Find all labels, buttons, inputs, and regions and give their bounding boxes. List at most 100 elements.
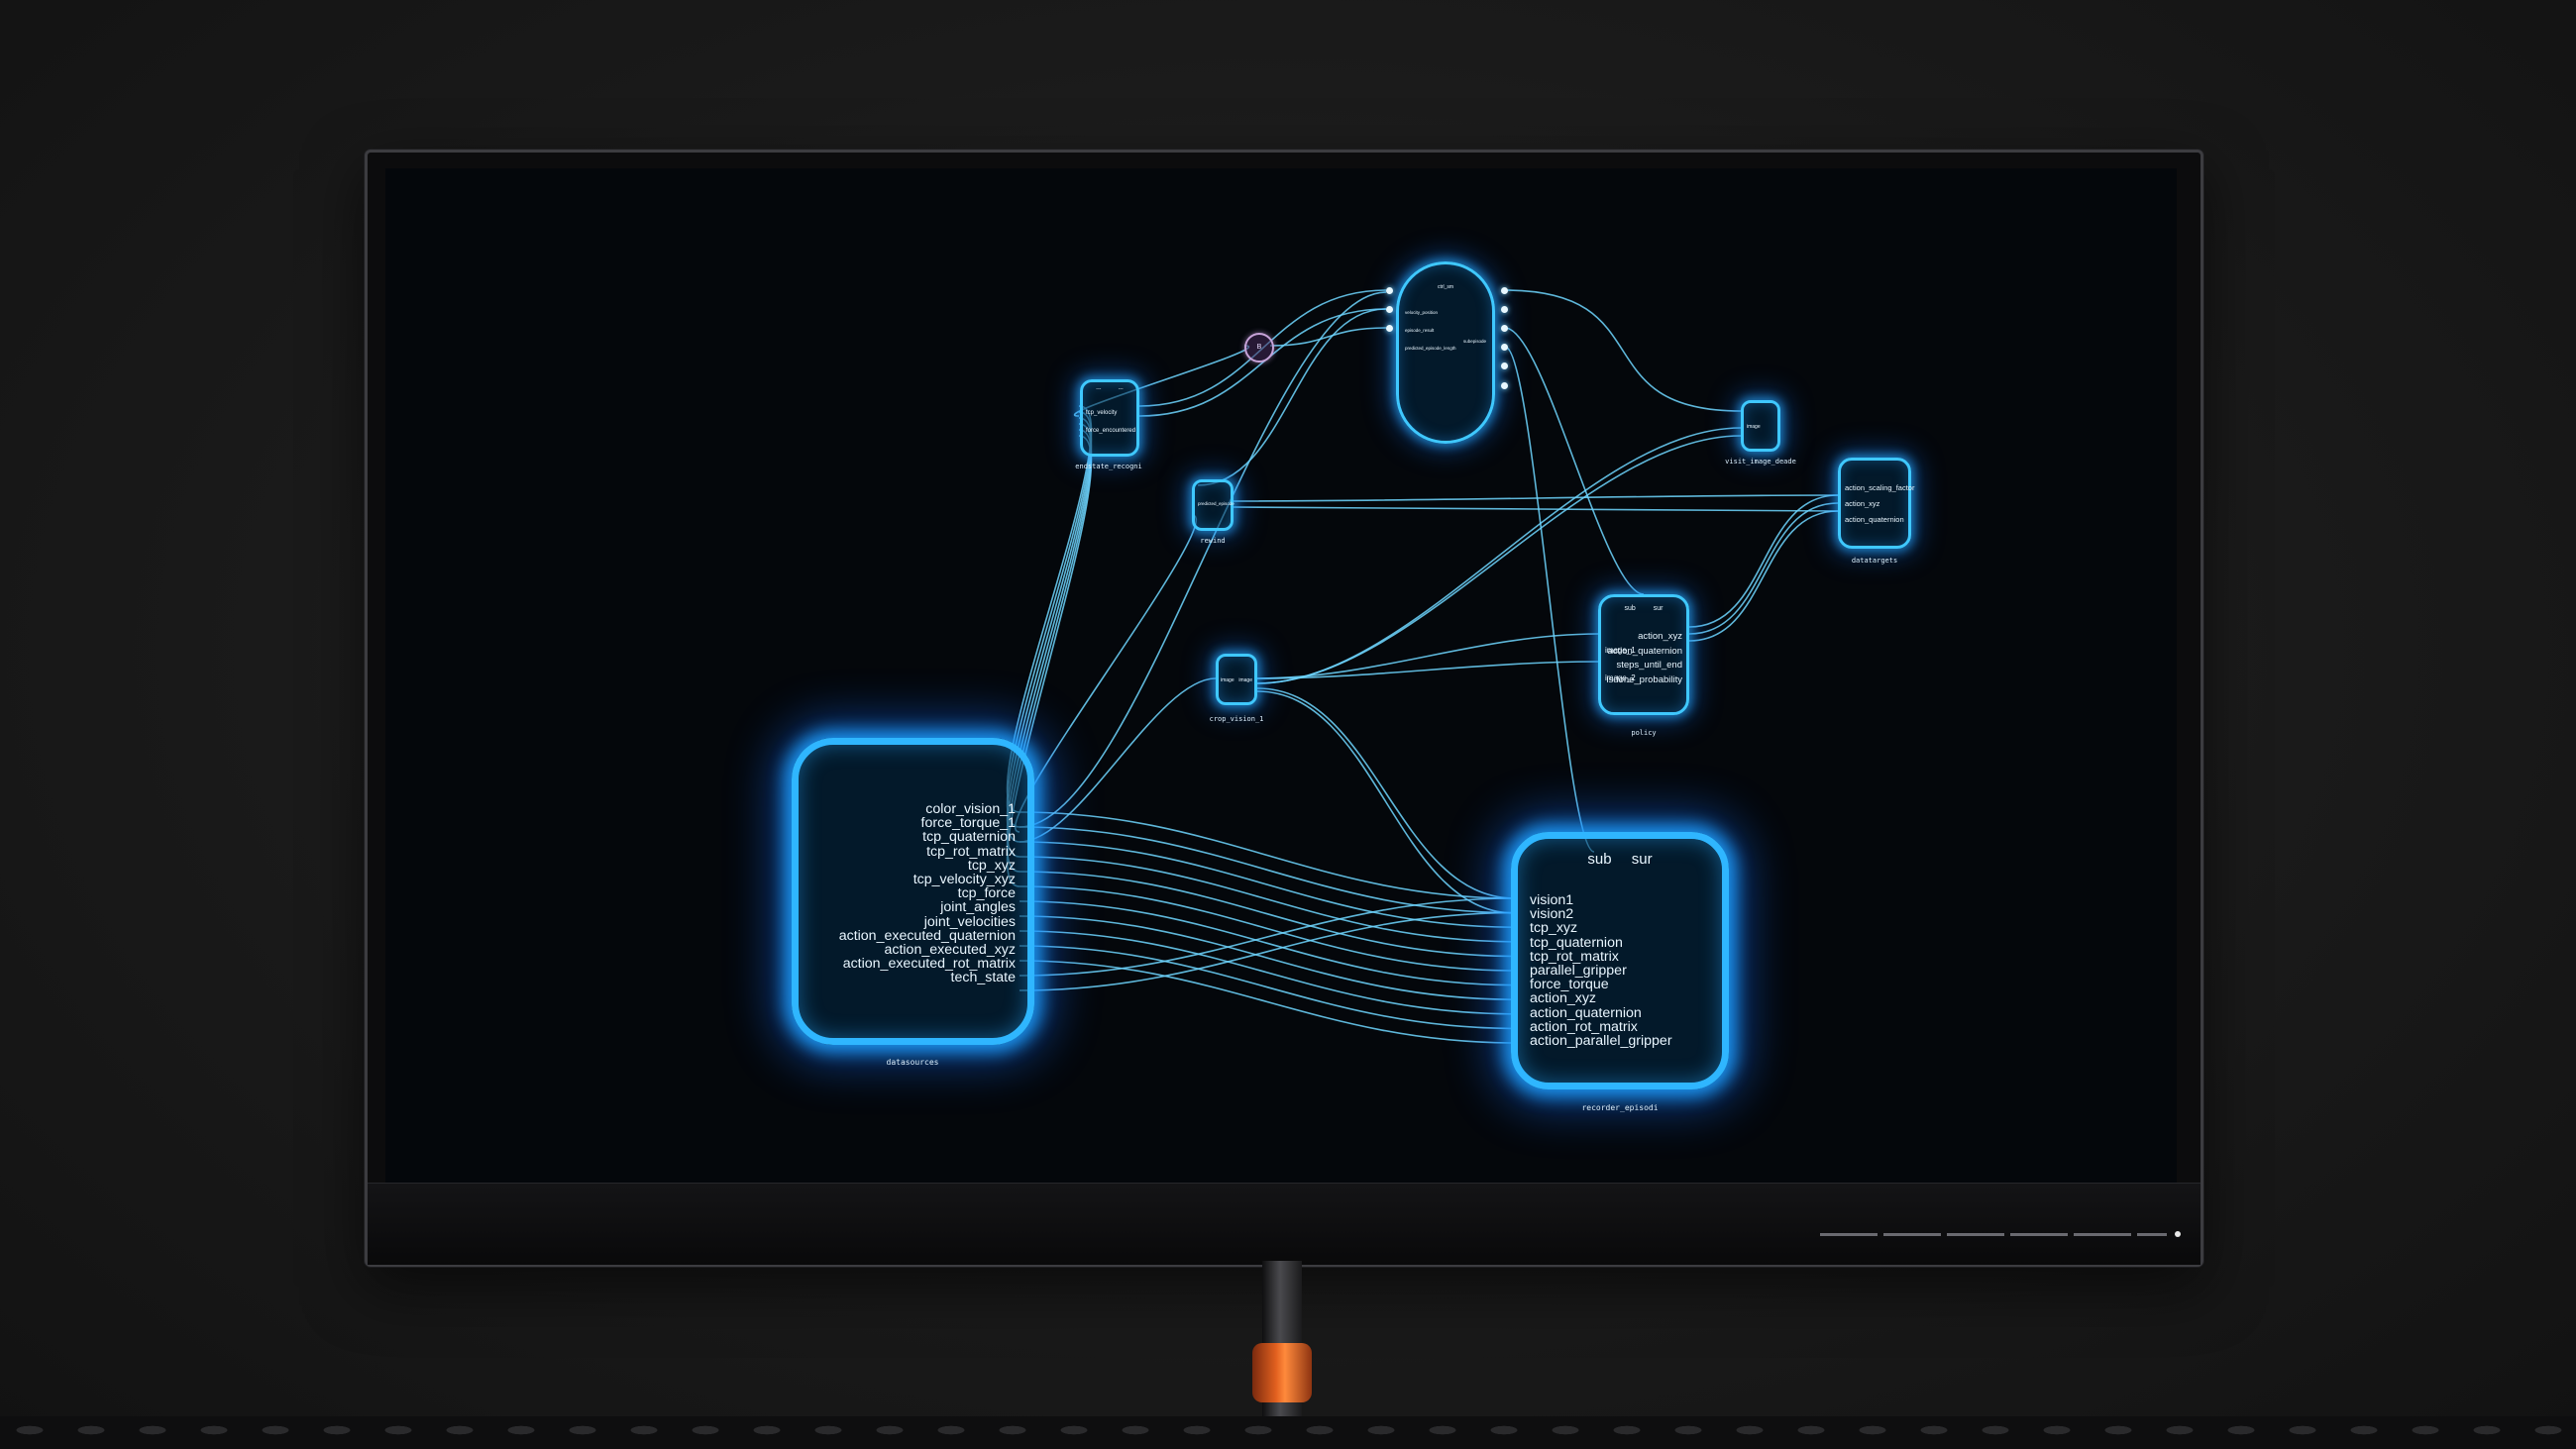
central-input-port[interactable]: predicted_episode_length	[1405, 346, 1456, 351]
connection-wire[interactable]	[1256, 633, 1599, 679]
connection-wire[interactable]	[1019, 885, 1516, 972]
connection-wire[interactable]	[1019, 897, 1516, 977]
connection-wire[interactable]	[1019, 915, 1516, 1000]
datatargets-input-port[interactable]: action_quaternion	[1845, 515, 1904, 524]
connection-wire[interactable]	[1504, 289, 1742, 412]
port-dot[interactable]	[1501, 287, 1508, 294]
port-dot[interactable]	[1386, 287, 1393, 294]
datasources-output-port[interactable]: color_vision_1	[925, 801, 1016, 817]
node-small-marker[interactable]: B	[1244, 333, 1274, 362]
datatargets-input-port[interactable]: action_xyz	[1845, 499, 1880, 508]
rewind-input-port[interactable]: predicted_episode	[1198, 501, 1234, 506]
central-input-port[interactable]: velocity_position	[1405, 310, 1439, 315]
datasources-output-port[interactable]: joint_angles	[940, 899, 1016, 916]
recorder-input-port[interactable]: action_quaternion	[1530, 1004, 1642, 1021]
connection-wire[interactable]	[1019, 960, 1516, 1044]
connection-wire[interactable]	[1019, 677, 1217, 843]
connection-wire[interactable]	[1138, 308, 1387, 417]
node-title-visit: visit_image_deade	[1725, 458, 1796, 466]
datasources-output-port[interactable]: tcp_quaternion	[922, 829, 1016, 846]
connection-wire[interactable]	[1269, 327, 1387, 347]
connection-wire[interactable]	[1019, 945, 1516, 1030]
connection-wire[interactable]	[1233, 494, 1839, 502]
port-dot[interactable]	[1501, 344, 1508, 351]
recorder-input-port[interactable]: parallel_gripper	[1530, 963, 1627, 980]
central-output-list: subepisode	[1462, 339, 1486, 345]
datasources-output-port[interactable]: action_executed_quaternion	[838, 927, 1016, 944]
node-datatargets[interactable]: action_scaling_factor action_xyz action_qu…	[1838, 458, 1914, 549]
connection-wire[interactable]	[1504, 346, 1595, 853]
datasources-output-port[interactable]: tcp_xyz	[967, 857, 1016, 874]
datasources-output-port[interactable]: force_torque_1	[920, 815, 1016, 832]
connection-wire[interactable]	[1256, 435, 1742, 684]
connection-wire[interactable]	[1019, 930, 1516, 1015]
recorder-input-port[interactable]: tcp_xyz	[1530, 920, 1578, 937]
connection-wire[interactable]	[1688, 502, 1839, 635]
node-visit[interactable]: image	[1741, 400, 1780, 452]
endstate-output-port[interactable]: force_encountered	[1086, 428, 1136, 434]
datatargets-input-port[interactable]: action_scaling_factor	[1845, 483, 1915, 492]
connection-wire[interactable]	[1233, 506, 1839, 512]
datasources-output-port[interactable]: action_executed_rot_matrix	[842, 956, 1016, 973]
recorder-input-port[interactable]: action_xyz	[1530, 990, 1597, 1007]
recorder-input-port[interactable]: vision2	[1530, 906, 1574, 923]
policy-input-port[interactable]: image_1	[1605, 646, 1636, 655]
connection-wire[interactable]	[1256, 687, 1516, 899]
datasources-output-port[interactable]: joint_velocities	[923, 913, 1016, 930]
port-dot[interactable]	[1386, 306, 1393, 313]
connection-wire[interactable]	[1019, 900, 1516, 986]
port-dot[interactable]	[1501, 325, 1508, 332]
connection-wire[interactable]	[1019, 871, 1516, 958]
recorder-input-port[interactable]: action_rot_matrix	[1530, 1018, 1638, 1035]
node-crop[interactable]: image image	[1216, 654, 1257, 705]
recorder-input-port[interactable]: force_torque	[1530, 977, 1609, 993]
crop-input-port[interactable]: image	[1221, 677, 1234, 683]
crop-output-port[interactable]: image	[1238, 677, 1252, 683]
connection-wire[interactable]	[1019, 826, 1516, 914]
connection-wire[interactable]	[1256, 661, 1599, 679]
recorder-input-port[interactable]: tcp_quaternion	[1530, 934, 1623, 951]
node-endstate[interactable]: --- --- tcp_velocity force_encountered	[1080, 379, 1139, 457]
datatargets-input-list: action_scaling_factor action_xyz action_qu…	[1845, 480, 1914, 528]
connection-wire[interactable]	[1256, 690, 1516, 914]
power-led[interactable]	[2175, 1231, 2181, 1237]
recorder-input-port[interactable]: tcp_rot_matrix	[1530, 948, 1619, 965]
policy-output-port[interactable]: isdone_probability	[1606, 673, 1682, 685]
endstate-output-port[interactable]: tcp_velocity	[1086, 410, 1118, 416]
connection-wire[interactable]	[1019, 856, 1516, 943]
connection-wire[interactable]	[1019, 841, 1516, 928]
connection-wire[interactable]	[1197, 308, 1387, 486]
stand-collar	[1252, 1343, 1312, 1402]
datasources-output-port[interactable]: tech_state	[950, 970, 1016, 986]
central-output-port[interactable]: subepisode	[1462, 339, 1486, 344]
port-dot[interactable]	[1501, 306, 1508, 313]
connection-wire[interactable]	[1688, 494, 1839, 628]
datasources-output-port[interactable]: tcp_velocity_xyz	[912, 872, 1016, 888]
datasources-output-port[interactable]: tcp_force	[957, 885, 1016, 902]
recorder-input-port[interactable]: action_parallel_gripper	[1530, 1033, 1672, 1050]
port-dot[interactable]	[1501, 362, 1508, 369]
policy-output-port[interactable]: action_quaternion	[1607, 645, 1682, 657]
connection-wire[interactable]	[1019, 811, 1516, 899]
connection-wire[interactable]	[1504, 327, 1645, 595]
central-input-port[interactable]: episode_result	[1405, 328, 1435, 333]
connection-wire[interactable]	[1019, 291, 1387, 828]
node-central-capsule[interactable]: ctrl_sm velocity_position episode_result…	[1396, 261, 1495, 444]
datasources-output-port[interactable]: action_executed_xyz	[884, 942, 1016, 959]
node-rewind[interactable]: predicted_episode	[1192, 479, 1234, 531]
datasources-output-port[interactable]: tcp_rot_matrix	[926, 843, 1016, 860]
policy-input-port[interactable]: image_2	[1605, 673, 1636, 682]
visit-input-port[interactable]: image	[1747, 424, 1761, 430]
policy-output-port[interactable]: action_xyz	[1638, 631, 1682, 642]
port-dot[interactable]	[1501, 382, 1508, 389]
connection-wire[interactable]	[1019, 911, 1516, 991]
port-dot[interactable]	[1386, 325, 1393, 332]
chin-control-marks	[1820, 1233, 2167, 1236]
recorder-input-port[interactable]: vision1	[1530, 892, 1574, 908]
policy-output-port[interactable]: steps_until_end	[1616, 660, 1682, 671]
connection-wire[interactable]	[1688, 510, 1839, 642]
